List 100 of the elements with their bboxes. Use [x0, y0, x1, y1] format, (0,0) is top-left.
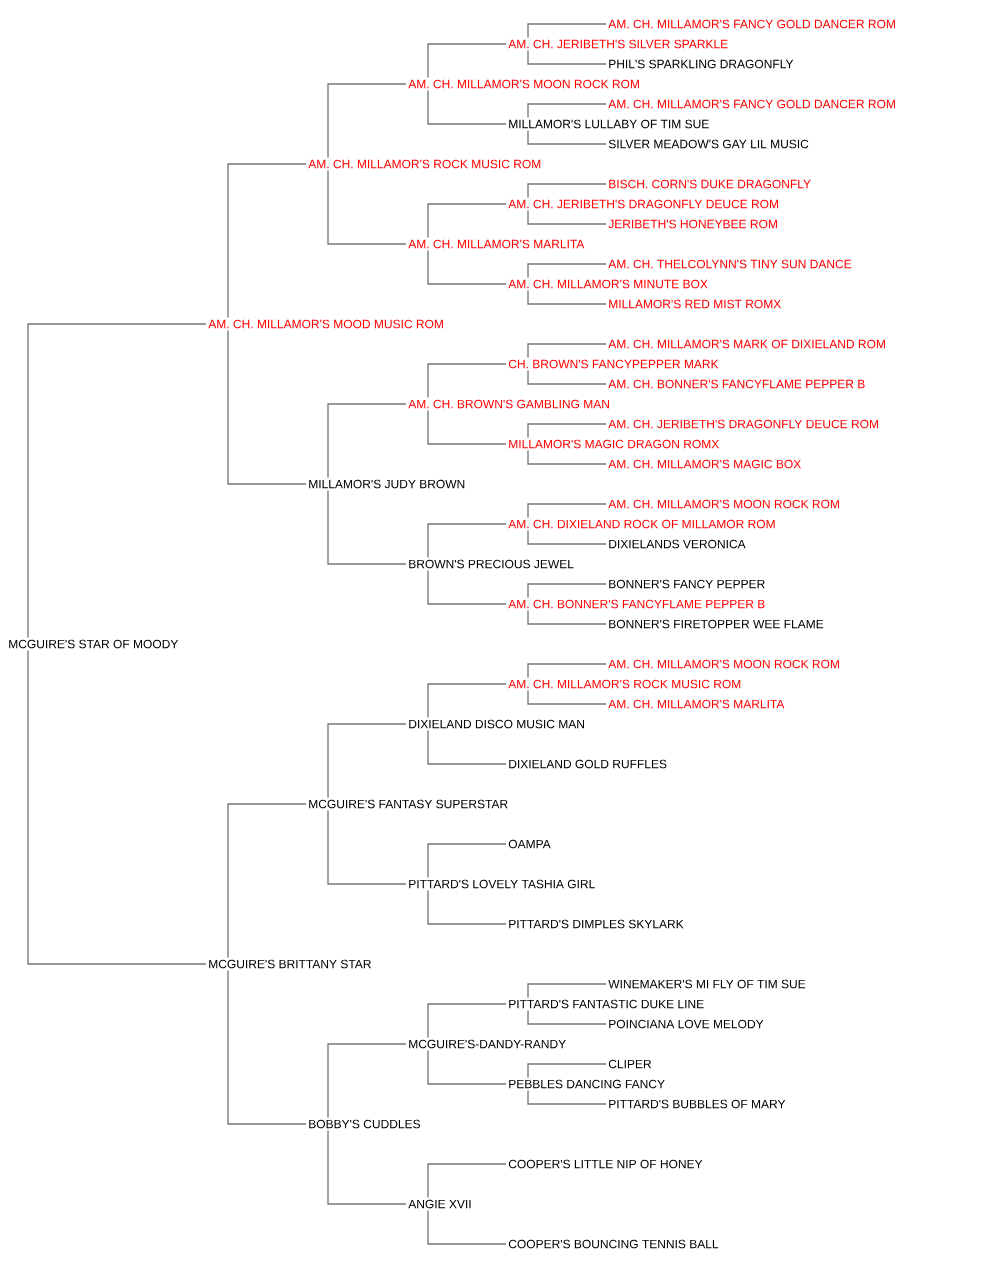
dog-name: MCGUIRE'S-DANDY-RANDY: [409, 1039, 566, 1049]
connector-line: [527, 583, 607, 599]
connector-line: [527, 1063, 607, 1079]
dog-name: SILVER MEADOW'S GAY LIL MUSIC: [608, 139, 809, 149]
dog-name: MILLAMOR'S MAGIC DRAGON ROMX: [509, 439, 719, 449]
dog-name: PHIL'S SPARKLING DRAGONFLY: [609, 59, 794, 69]
connector-line: [527, 449, 607, 465]
connector-line: [527, 263, 607, 279]
dog-name: AM. CH. MILLAMOR'S MOOD MUSIC ROM: [208, 319, 443, 329]
connector-line: [327, 169, 407, 245]
dog-name: AM. CH. MILLAMOR'S FANCY GOLD DANCER ROM: [608, 99, 895, 109]
dog-name: BISCH. CORN'S DUKE DRAGONFLY: [609, 179, 811, 189]
dog-name: AM. CH. JERIBETH'S DRAGONFLY DEUCE ROM: [608, 419, 879, 429]
connector-line: [427, 729, 507, 765]
dog-name: COOPER'S BOUNCING TENNIS BALL: [508, 1239, 719, 1249]
connector-line: [427, 363, 507, 399]
dog-name: AM. CH. MILLAMOR'S MARLITA: [408, 239, 585, 249]
dog-name: AM. CH. MILLAMOR'S MOON ROCK ROM: [608, 659, 839, 669]
dog-name: ANGIE XVII: [408, 1199, 471, 1209]
dog-name: MILLAMOR'S RED MIST ROMX: [609, 299, 781, 309]
connector-line: [427, 249, 507, 285]
connector-line: [427, 89, 507, 125]
dog-name: OAMPA: [508, 839, 551, 849]
dog-name: AM. CH. JERIBETH'S DRAGONFLY DEUCE ROM: [508, 199, 779, 209]
dog-name: CH. BROWN'S FANCYPEPPER MARK: [508, 359, 719, 369]
dog-name: BONNER'S FIRETOPPER WEE FLAME: [609, 619, 824, 629]
dog-name: MCGUIRE'S STAR OF MOODY: [9, 639, 179, 649]
connector-line: [27, 649, 207, 965]
connector-line: [227, 329, 307, 485]
connector-line: [427, 683, 507, 719]
connector-line: [527, 983, 607, 999]
connector-line: [427, 569, 507, 605]
dog-name: JERIBETH'S HONEYBEE ROM: [608, 219, 777, 229]
dog-name: POINCIANA LOVE MELODY: [609, 1019, 764, 1029]
dog-name: AM. CH. MILLAMOR'S FANCY GOLD DANCER ROM: [608, 19, 895, 29]
dog-name: AM. CH. JERIBETH'S SILVER SPARKLE: [508, 39, 728, 49]
dog-name: AM. CH. MILLAMOR'S ROCK MUSIC ROM: [508, 679, 741, 689]
connector-line: [527, 423, 607, 439]
dog-name: AM. CH. MILLAMOR'S MARLITA: [608, 699, 785, 709]
dog-name: PEBBLES DANCING FANCY: [509, 1079, 665, 1089]
connector-line: [527, 183, 607, 199]
connector-line: [527, 1089, 607, 1105]
dog-name: MILLAMOR'S JUDY BROWN: [309, 479, 465, 489]
connector-line: [427, 203, 507, 239]
dog-name: MCGUIRE'S BRITTANY STAR: [209, 959, 371, 969]
connector-line: [527, 609, 607, 625]
dog-name: MCGUIRE'S FANTASY SUPERSTAR: [309, 799, 508, 809]
connector-line: [527, 369, 607, 385]
connector-line: [527, 1009, 607, 1025]
connector-line: [427, 1209, 507, 1245]
dog-name: BOBBY'S CUDDLES: [309, 1119, 421, 1129]
connector-line: [327, 1043, 407, 1119]
connector-line: [427, 43, 507, 79]
connector-line: [227, 803, 307, 959]
dog-name: WINEMAKER'S MI FLY OF TIM SUE: [608, 979, 806, 989]
connector-line: [527, 23, 607, 39]
connector-line: [327, 809, 407, 885]
connector-line: [427, 1049, 507, 1085]
connector-line: [27, 323, 207, 639]
dog-name: BROWN'S PRECIOUS JEWEL: [409, 559, 574, 569]
connector-line: [427, 1163, 507, 1199]
connector-line: [527, 663, 607, 679]
dog-name: AM. CH. MILLAMOR'S MAGIC BOX: [608, 459, 801, 469]
connector-line: [327, 83, 407, 159]
dog-name: PITTARD'S LOVELY TASHIA GIRL: [409, 879, 595, 889]
dog-name: AM. CH. MILLAMOR'S MARK OF DIXIELAND ROM: [608, 339, 885, 349]
connector-line: [227, 163, 307, 319]
dog-name: AM. CH. MILLAMOR'S MINUTE BOX: [508, 279, 708, 289]
connector-line: [527, 689, 607, 705]
dog-name: AM. CH. BONNER'S FANCYFLAME PEPPER B: [608, 379, 865, 389]
connector-line: [527, 103, 607, 119]
dog-name: MILLAMOR'S LULLABY OF TIM SUE: [509, 119, 709, 129]
dog-name: COOPER'S LITTLE NIP OF HONEY: [508, 1159, 703, 1169]
connector-line: [327, 1129, 407, 1205]
connector-line: [327, 723, 407, 799]
connector-line: [427, 1003, 507, 1039]
connector-line: [527, 289, 607, 305]
connector-line: [527, 49, 607, 65]
connector-line: [427, 523, 507, 559]
dog-name: AM. CH. MILLAMOR'S MOON ROCK ROM: [608, 499, 839, 509]
dog-name: AM. CH. MILLAMOR'S MOON ROCK ROM: [408, 79, 639, 89]
dog-name: PITTARD'S DIMPLES SKYLARK: [509, 919, 684, 929]
connector-line: [527, 129, 607, 145]
connector-line: [527, 343, 607, 359]
dog-name: AM. CH. DIXIELAND ROCK OF MILLAMOR ROM: [508, 519, 775, 529]
dog-name: AM. CH. BONNER'S FANCYFLAME PEPPER B: [508, 599, 765, 609]
dog-name: PITTARD'S BUBBLES OF MARY: [609, 1099, 786, 1109]
dog-name: AM. CH. THELCOLYNN'S TINY SUN DANCE: [608, 259, 852, 269]
dog-name: DIXIELAND GOLD RUFFLES: [509, 759, 667, 769]
dog-name: AM. CH. BROWN'S GAMBLING MAN: [408, 399, 609, 409]
dog-name: CLIPER: [608, 1059, 652, 1069]
dog-name: BONNER'S FANCY PEPPER: [609, 579, 765, 589]
connector-line: [427, 889, 507, 925]
dog-name: PITTARD'S FANTASTIC DUKE LINE: [509, 999, 704, 1009]
connector-line: [527, 529, 607, 545]
dog-name: DIXIELANDS VERONICA: [609, 539, 746, 549]
connector-line: [227, 969, 307, 1125]
connector-line: [527, 503, 607, 519]
connector-line: [327, 489, 407, 565]
connector-line: [527, 209, 607, 225]
